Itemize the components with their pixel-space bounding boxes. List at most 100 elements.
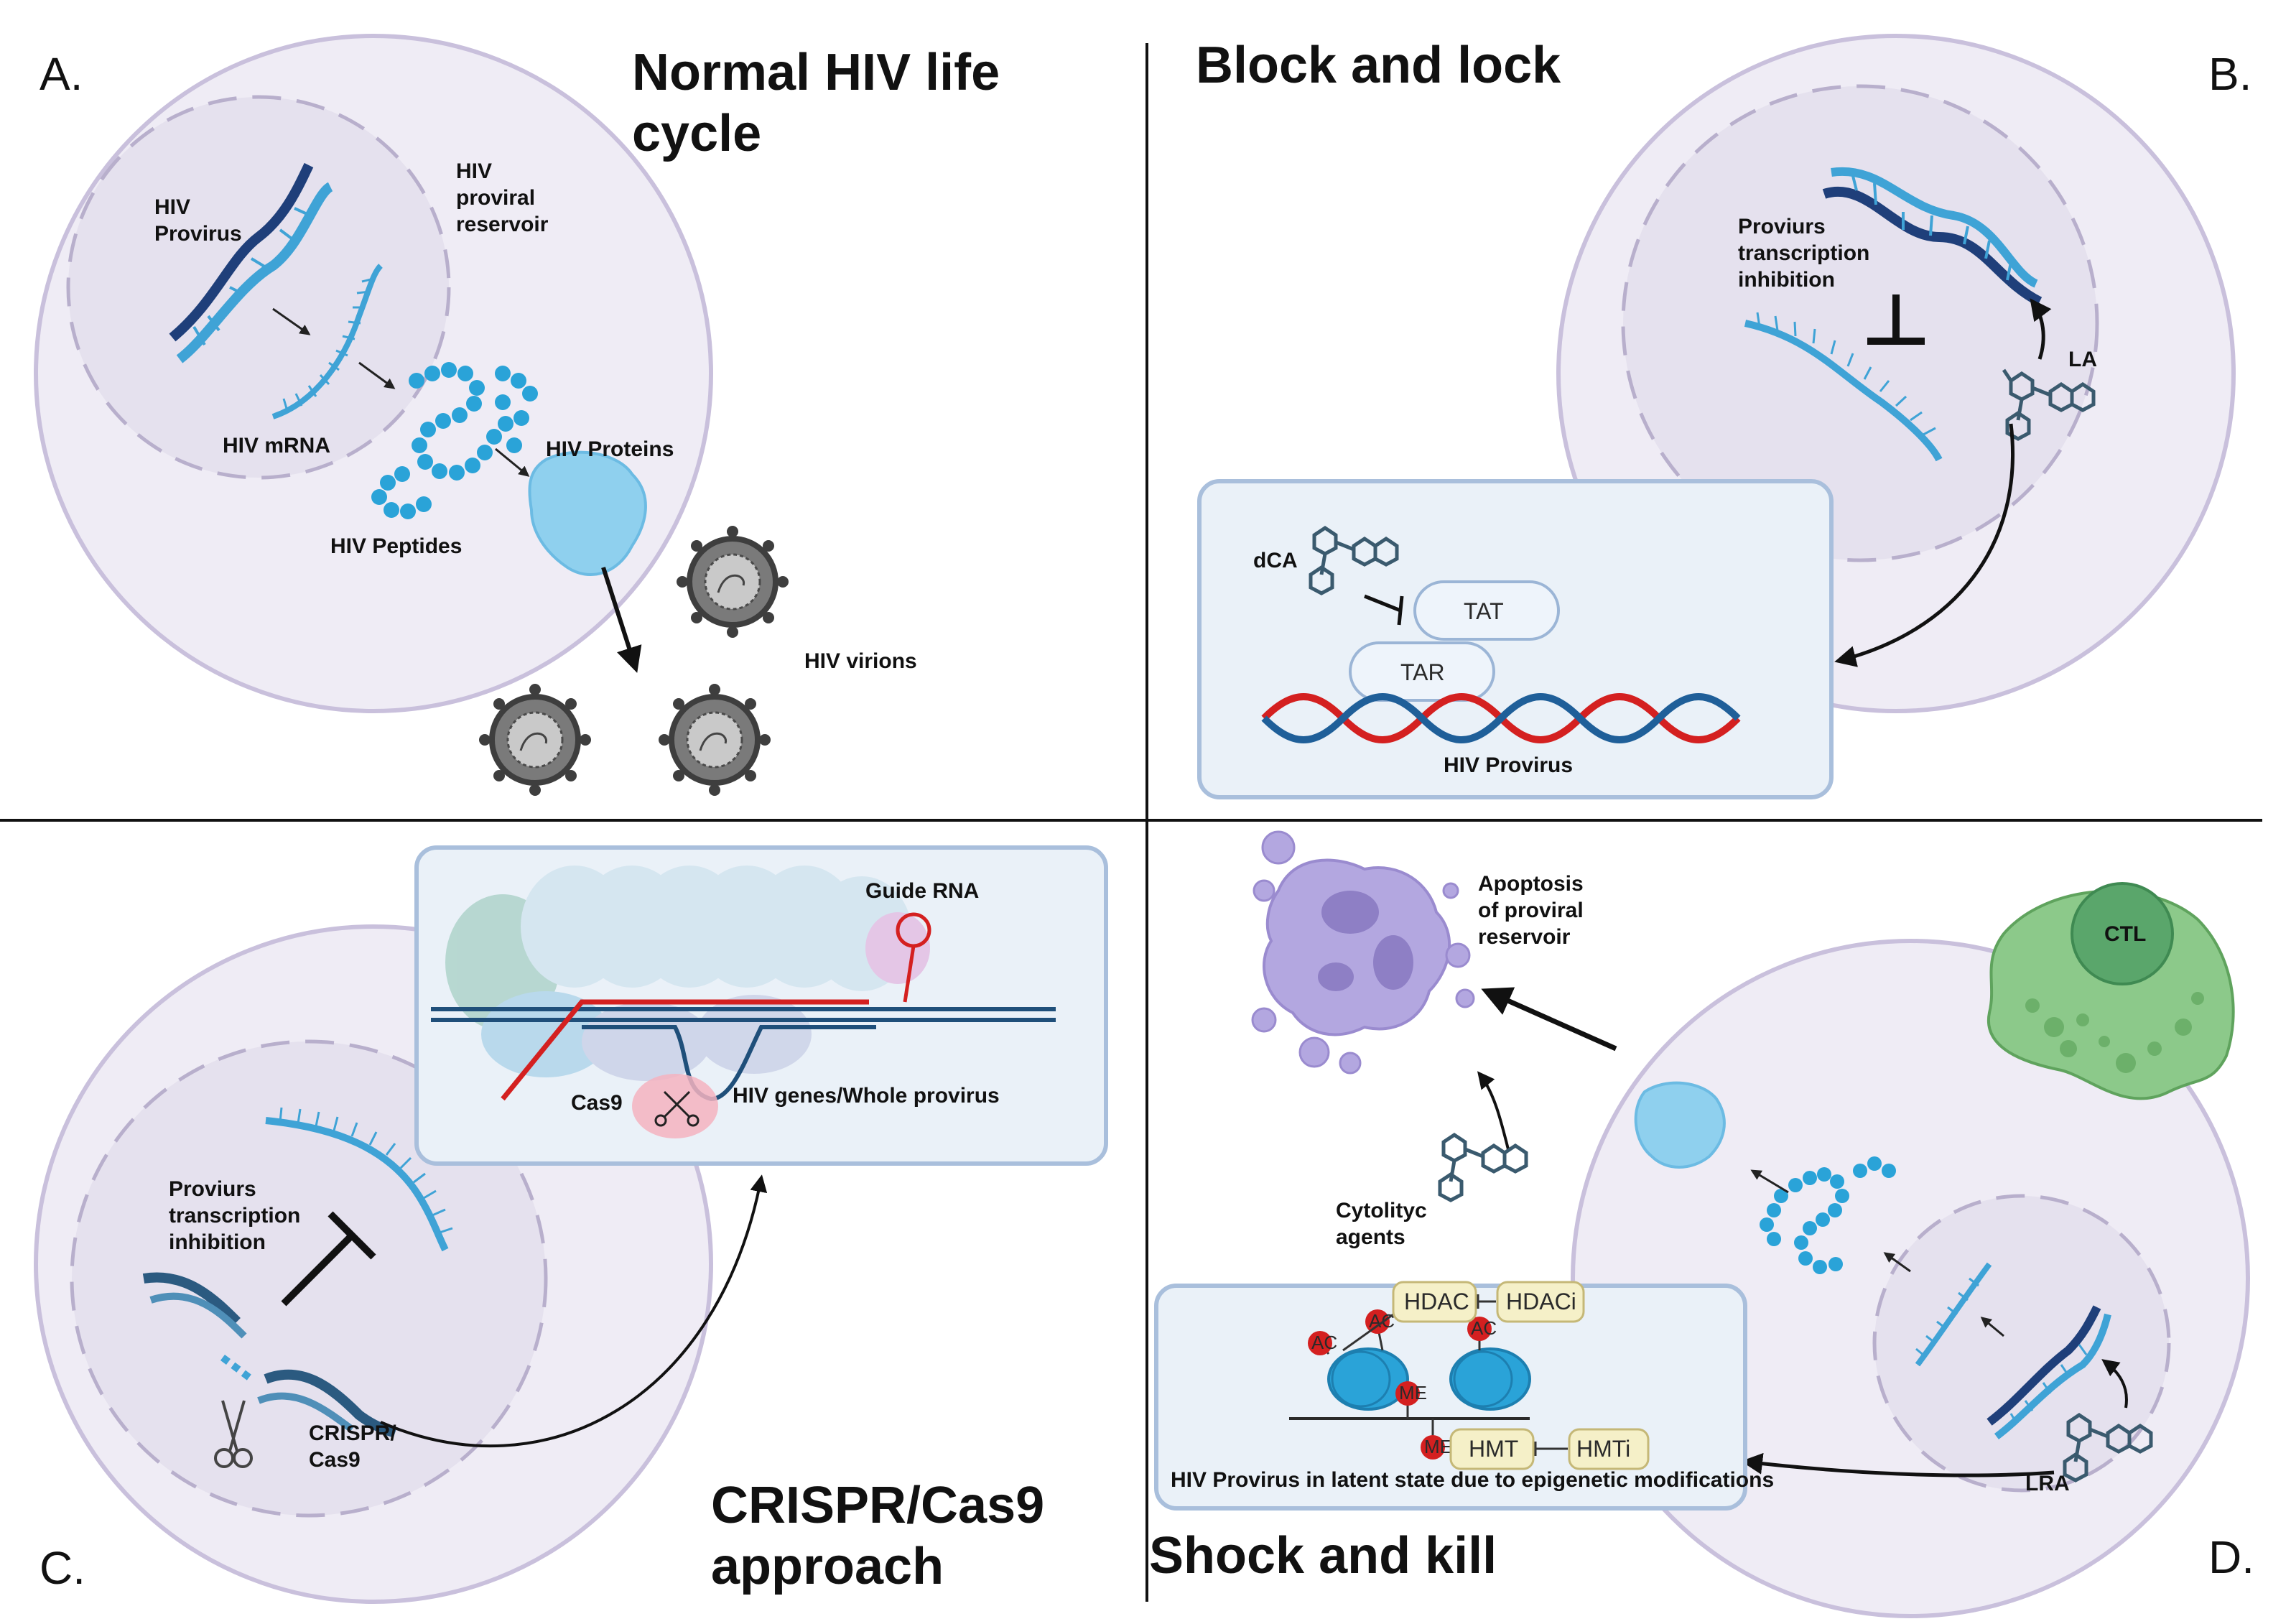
inhibition-icon [281,1211,376,1307]
inhibition-icon [1477,1294,1496,1309]
label-crispr: CRISPR/ [309,1421,396,1445]
arrow-dna-to-mrna [1980,1317,2004,1337]
panel-letter-b: B. [2208,48,2252,100]
label-hmti: HMTi [1576,1436,1630,1462]
label-inhibition-c-line3: inhibition [169,1230,266,1254]
provirus-dna-icon [1261,693,1741,743]
label-tar: TAR [1400,659,1445,685]
label-inhibition-b-line2: transcription [1738,241,1869,265]
nucleosome-icon [1327,1347,1409,1411]
acetyl-mark: AC [1308,1331,1337,1355]
label-provirus-a-line2: Provirus [154,222,242,246]
label-apoptosis-line2: of proviral [1478,899,1584,922]
label-apoptosis: Apoptosis [1478,872,1584,896]
protein-icon [1634,1081,1726,1169]
label-inhibition-c: Proviurs [169,1177,256,1201]
acetyl-mark: AC [1365,1309,1395,1351]
label-virions: HIV virions [804,649,917,673]
label-latent: HIV Provirus in latent state due to epig… [1171,1468,1774,1492]
label-cytolytic: Cytolityc [1336,1199,1427,1222]
arrow-mrna-to-peptide [1883,1252,1911,1273]
label-ctl: CTL [2104,922,2146,946]
label-la: LA [2068,348,2097,371]
label-dca: dCA [1253,549,1298,572]
label-lra: LRA [2025,1472,2070,1495]
arrow-agents-to-apoptosis [1477,1071,1510,1150]
label-inhibition-b: Proviurs [1738,215,1826,238]
label-provirus-b: HIV Provirus [1444,753,1573,777]
arrow-la-to-box [1834,423,2015,667]
panel-title-b: Block and lock [1196,37,1561,94]
arrow-lra-to-dna [2101,1359,2128,1409]
label-apoptosis-line3: reservoir [1478,925,1571,949]
svg-text:ME: ME [1424,1436,1452,1457]
panel-b: B. Block and lock Proviurs transcription… [1196,34,2252,799]
cas9-protein-icon [445,866,930,1081]
label-crispr-line2: Cas9 [309,1448,361,1472]
label-peptides: HIV Peptides [330,534,462,558]
tar-tag [1349,641,1495,702]
protein-icon [528,450,647,576]
panel-d: AC AC AC ME ME [1149,830,2254,1618]
compound-la-icon [2002,368,2096,441]
nucleus-a [66,95,451,480]
label-hdac: HDAC [1404,1289,1469,1314]
panel-title-d: Shock and kill [1149,1527,1497,1584]
panel-letter-c: C. [40,1542,85,1594]
mrna-icon [271,264,384,419]
arrow-mrna-to-peptide [358,361,396,389]
virion-icon [659,684,771,796]
methyl-mark: ME [1421,1419,1452,1460]
arrow-dna-to-mrna [272,307,311,335]
arrow-cell-to-apoptosis [1481,987,1617,1052]
label-reservoir-line3: reservoir [456,213,549,236]
arrow-la-to-dna [2030,298,2052,360]
arrow-protein-to-virions [601,567,642,673]
label-tat: TAT [1464,598,1504,624]
peptide-chain-icon [371,362,538,519]
label-cas9: Cas9 [571,1091,623,1115]
arrow-peptide-to-protein [1750,1169,1789,1194]
tag-hmti [1568,1428,1650,1470]
svg-text:AC: AC [1311,1332,1337,1353]
stalk-hdac [1342,1313,1394,1352]
compound-lra-icon [2063,1412,2153,1483]
mrna-icon [265,1107,453,1252]
guide-rna-icon [896,912,931,1003]
compound-dca-icon [1309,525,1399,595]
methyl-mark: ME [1395,1381,1427,1419]
panel-title-c: CRISPR/Cas9 [711,1477,1044,1534]
label-inhibition-c-line2: transcription [169,1204,300,1228]
svg-text:ME: ME [1399,1382,1427,1403]
label-mrna: HIV mRNA [223,434,330,458]
tag-hdac [1392,1281,1477,1323]
mrna-icon [1744,312,1943,462]
mrna-icon [1915,1262,1992,1367]
dna-helix-icon [169,162,334,363]
panel-a: A. Normal HIV life cycle HIV Provirus HI… [34,34,1000,796]
arrow-peptide-to-protein [495,447,530,477]
tag-hmt [1449,1428,1535,1470]
panel-title-a: Normal HIV life [632,44,1000,101]
label-inhibition-b-line3: inhibition [1738,268,1835,292]
panel-letter-a: A. [40,48,83,100]
nucleosome-icon [1449,1347,1531,1411]
label-proteins: HIV Proteins [546,437,674,461]
dna-helix-icon [1986,1305,2111,1439]
label-provirus-a: HIV [154,195,190,219]
panel-letter-d: D. [2208,1531,2254,1583]
label-reservoir: HIV [456,159,492,183]
inhibition-icon [1534,1442,1568,1456]
peptide-chain-icon [1760,1156,1896,1274]
cas9-cut-icon [632,1074,718,1138]
ctl-cell-icon [1986,882,2235,1100]
label-hdaci: HDACi [1506,1289,1576,1314]
dna-helix-icon [1822,167,2043,307]
compound-cytolytic-icon [1438,1132,1528,1202]
nucleus-d [1872,1194,2171,1493]
label-hmt: HMT [1469,1436,1518,1462]
panel-c: C. CRISPR/Cas9 approach Proviurs transcr… [34,845,1108,1604]
arrow-to-latent-box [1741,1452,2055,1477]
virion-icon [479,684,591,796]
